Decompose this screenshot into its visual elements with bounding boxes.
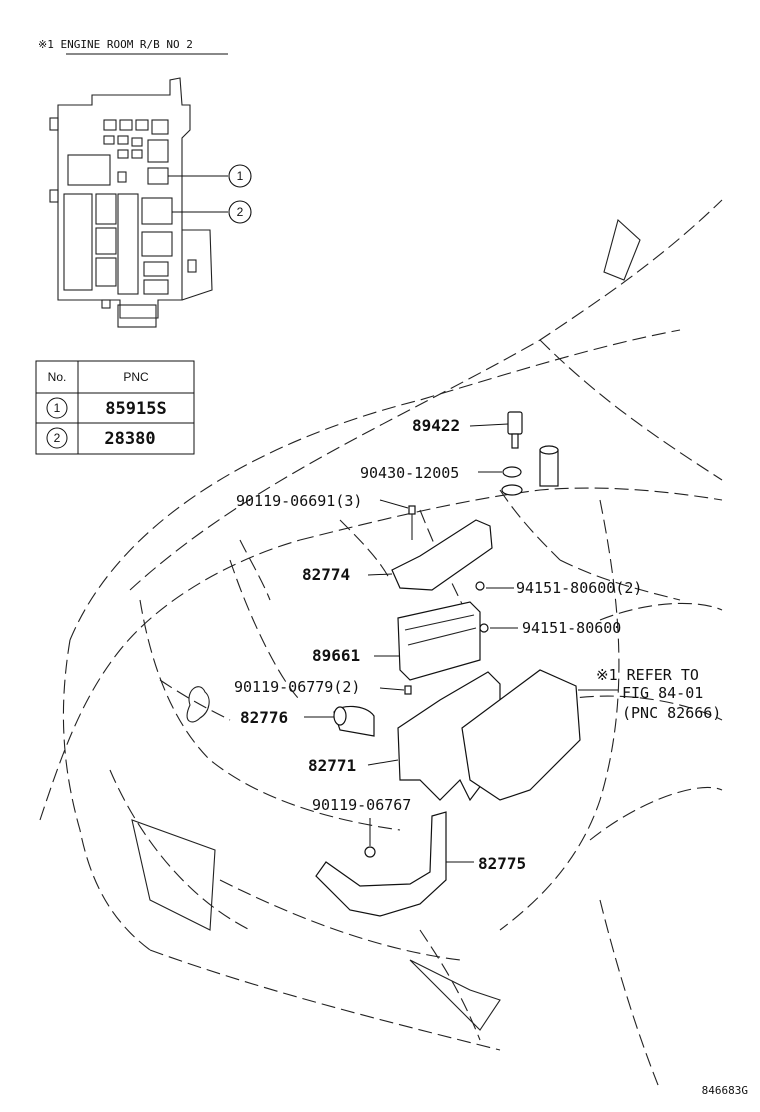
leader-lines xyxy=(304,423,618,863)
table-header-pnc: PNC xyxy=(123,370,149,384)
table-header-no: No. xyxy=(48,370,67,384)
label-89661: 89661 xyxy=(312,646,360,665)
callout-1-circle xyxy=(228,164,252,188)
gasket-90430-shape xyxy=(502,466,522,478)
refer-note-line-2: FIG 84-01 xyxy=(622,684,703,702)
label-90119-06767: 90119-06767 xyxy=(312,796,411,814)
label-90119-06691: 90119-06691(3) xyxy=(236,492,362,510)
bolt-90119-06779-shape xyxy=(404,685,412,695)
header-title: ※1 ENGINE ROOM R/B NO 2 xyxy=(38,38,193,51)
label-94151-80600: 94151-80600 xyxy=(522,619,621,637)
bolt-90119-06767-shape xyxy=(364,818,376,858)
duct-82775-shape xyxy=(315,811,447,917)
label-82774: 82774 xyxy=(302,565,350,584)
label-82775: 82775 xyxy=(478,854,526,873)
refer-note-line-3: (PNC 82666) xyxy=(622,704,721,722)
sensor-89422-shape xyxy=(507,411,523,449)
nut-94151-80600-shape xyxy=(479,623,489,633)
grommet-82776-shape xyxy=(333,705,375,737)
callout-1-number: 1 xyxy=(237,169,244,183)
table-row-2-circle xyxy=(46,427,68,449)
relay-block-housing-shape xyxy=(461,669,581,801)
emblem-shape xyxy=(131,218,641,1031)
label-89422: 89422 xyxy=(412,416,460,435)
table-row-1-circle xyxy=(46,397,68,419)
label-82776: 82776 xyxy=(240,708,288,727)
callout-2-number: 2 xyxy=(237,205,244,219)
label-90430-12005: 90430-12005 xyxy=(360,464,459,482)
post-shape xyxy=(501,445,559,496)
bolt-90119-06691-shape xyxy=(408,505,416,540)
refer-note-line-1: ※1 REFER TO xyxy=(596,666,699,684)
table-row-2-pnc: 28380 xyxy=(104,429,155,449)
relay-block-illustration xyxy=(49,77,213,328)
cover-82774-shape xyxy=(391,519,493,591)
ecu-89661-shape xyxy=(397,601,481,681)
car-body-outline xyxy=(39,199,723,1091)
label-82771: 82771 xyxy=(308,756,356,775)
nut-94151-80600-2-shape xyxy=(475,581,485,591)
table-row-1-pnc: 85915S xyxy=(105,399,166,419)
callout-2-circle xyxy=(228,200,252,224)
table-row-1-no: 1 xyxy=(54,401,61,415)
label-90119-06779: 90119-06779(2) xyxy=(234,678,360,696)
label-94151-80600-2: 94151-80600(2) xyxy=(516,579,642,597)
table-row-2-no: 2 xyxy=(54,431,61,445)
figure-code: 846683G xyxy=(702,1084,748,1097)
